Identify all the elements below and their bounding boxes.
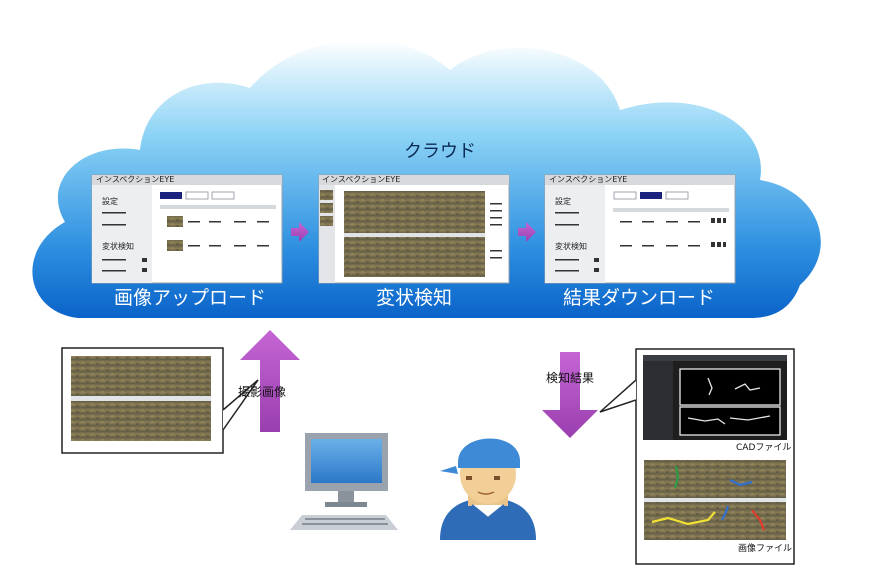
image-file-preview [644, 460, 786, 498]
sidebar-settings-upload[interactable]: 設定 [102, 197, 118, 206]
image-file-caption: 画像ファイル [738, 544, 793, 554]
tab-button[interactable] [211, 191, 235, 200]
window-title-upload: インスペクションEYE [96, 175, 175, 184]
thumbnail [167, 216, 183, 227]
step-defect-detection: 変状検知 [375, 287, 452, 309]
process-arrow-2 [518, 222, 536, 242]
results-box [599, 348, 795, 565]
process-arrow-1 [291, 222, 309, 242]
detect-window [318, 174, 510, 284]
thumbnail [167, 240, 183, 251]
sidebar-detection-download[interactable]: 変状検知 [555, 242, 587, 251]
captured-image-label: 撮影画像 [238, 385, 287, 399]
window-title-download: インスペクションEYE [549, 175, 628, 184]
upload-window [91, 174, 283, 284]
inspection-image [344, 237, 485, 277]
cad-file-caption: CADファイル [736, 443, 792, 453]
download-window [544, 174, 736, 284]
computer-icon [290, 433, 398, 530]
sidebar-detection-upload[interactable]: 変状検知 [102, 242, 134, 251]
sidebar-settings-download[interactable]: 設定 [555, 197, 571, 206]
step-image-upload: 画像アップロード [113, 287, 266, 309]
download-arrow [542, 352, 598, 438]
tab-button[interactable] [185, 191, 209, 200]
detection-result-label: 検知結果 [546, 371, 595, 385]
active-tab-button[interactable] [160, 192, 182, 199]
upload-arrow [240, 330, 300, 432]
worker-icon [440, 438, 536, 540]
captured-photo-box [61, 347, 259, 454]
tab-button[interactable] [613, 191, 637, 200]
cloud-title: クラウド [404, 141, 476, 162]
tab-button[interactable] [665, 191, 689, 200]
step-result-download: 結果ダウンロード [562, 287, 715, 309]
inspection-image [344, 191, 485, 233]
active-tab-button[interactable] [640, 192, 662, 199]
window-title-detect: インスペクションEYE [322, 175, 401, 184]
